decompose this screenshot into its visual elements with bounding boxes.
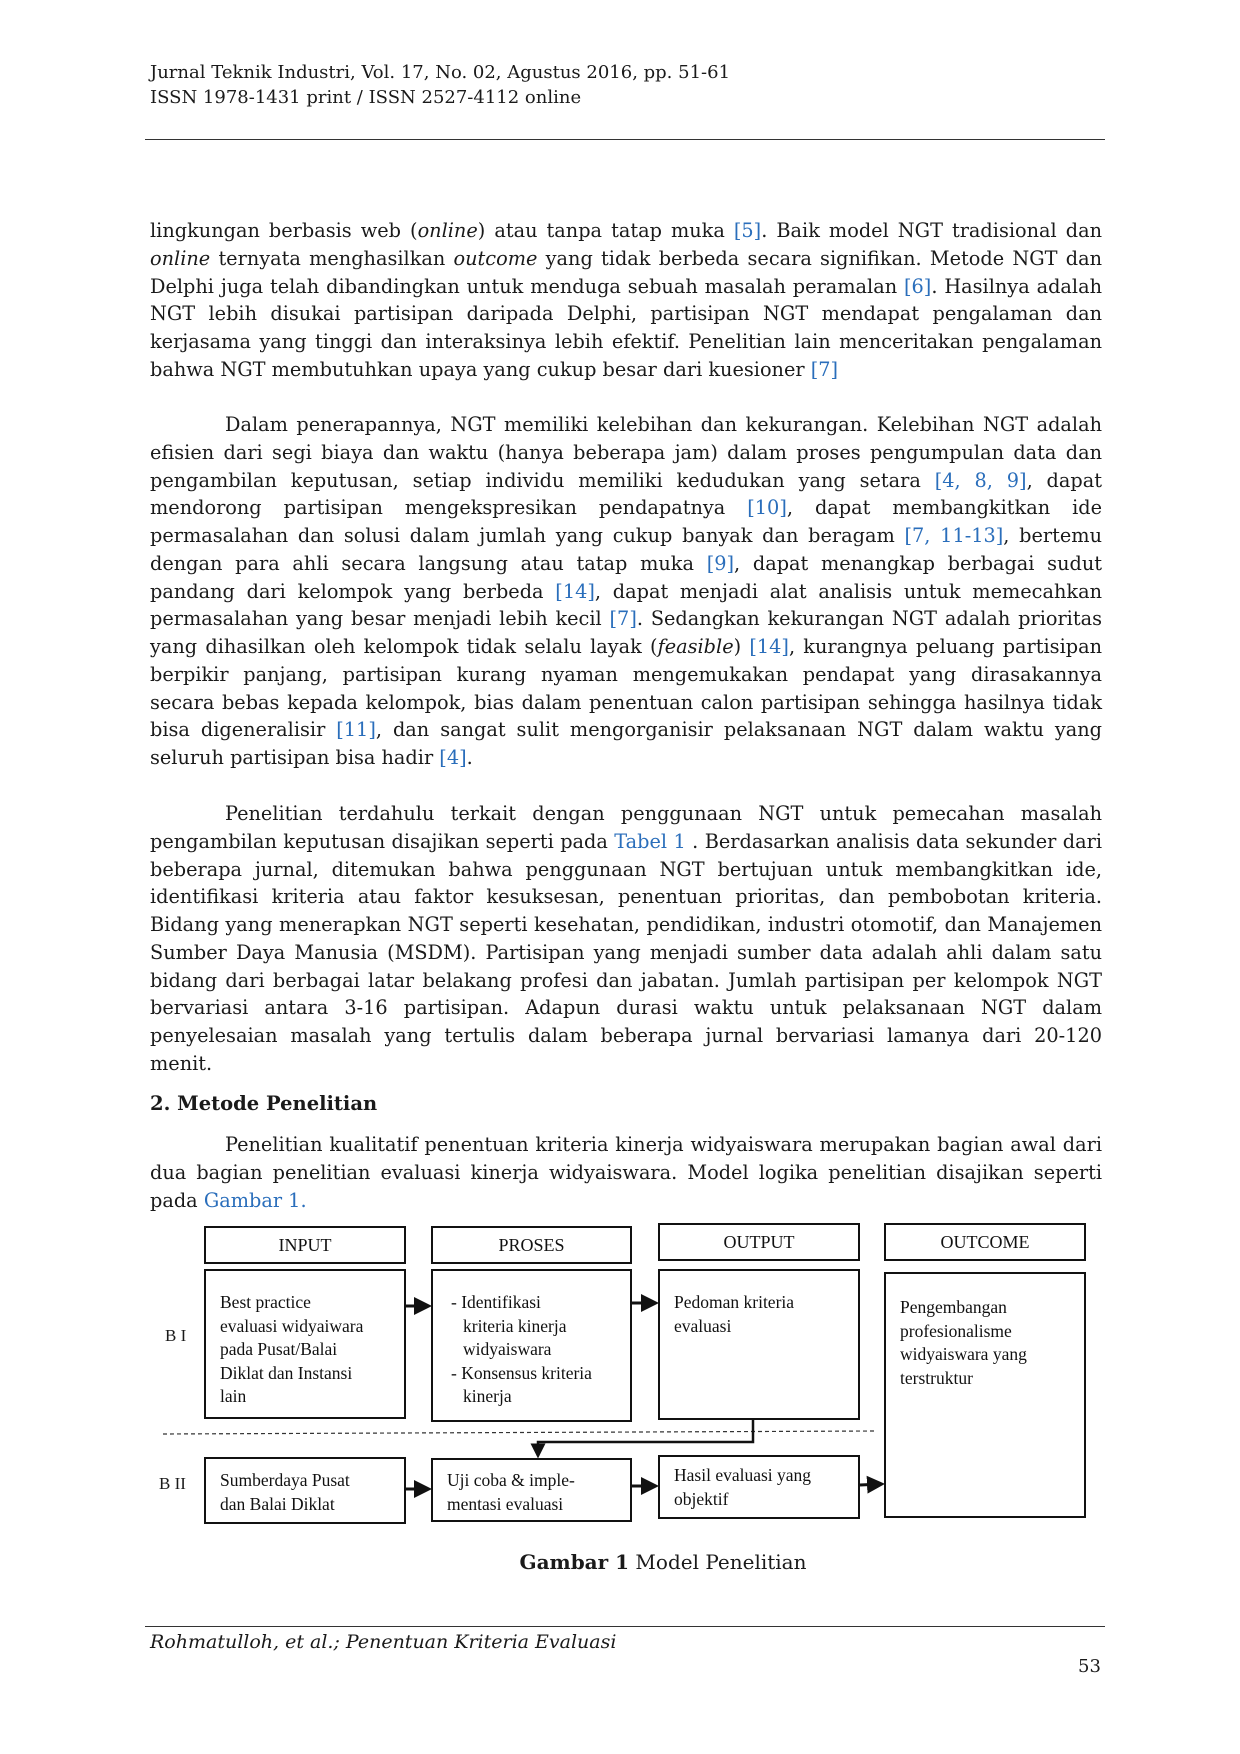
box-text-line: Hasil evaluasi yang <box>674 1465 812 1485</box>
text-run: . Hasilnya adalah NGT lebih disukai part… <box>150 274 1102 381</box>
row-label-b1: B I <box>165 1326 187 1345</box>
text-run: Penelitian kualitatif penentuan kriteria… <box>150 1133 1102 1212</box>
page-number: 53 <box>1078 1656 1101 1677</box>
box-text-line: Diklat dan Instansi <box>220 1362 353 1383</box>
outcome-box: Pengembangan profesionalisme widyaiswara y… <box>884 1272 1086 1518</box>
figure-caption: Gambar 1 Model Penelitian <box>0 1550 1240 1574</box>
text-run: , dapat membangkitkan ide permasalahan d… <box>150 496 1102 548</box>
proses-list-line: - Konsensus kriteria <box>451 1362 618 1386</box>
text-run: . Berdasarkan analisis data sekunder dar… <box>150 829 1102 1075</box>
dashed-divider <box>162 1430 877 1435</box>
text-run: feasible <box>657 635 734 659</box>
b1-input-box: Best practice evaluasi widyaiwara pada Pus… <box>204 1269 406 1419</box>
citation-link[interactable]: [9] <box>706 551 735 575</box>
text-run: outcome <box>453 246 538 270</box>
text-run: , kurangnya peluang partisipan berpikir … <box>150 635 1103 742</box>
text-run: , bertemu dengan para ahli secara langsu… <box>150 524 1103 575</box>
text-run: , dan sangat sulit mengorganisir pelaksa… <box>150 718 1102 770</box>
bullet-dash: - <box>451 1362 462 1383</box>
box-text-line: objektif <box>674 1488 729 1509</box>
proses-text: kriteria kinerja <box>463 1315 567 1336</box>
box-text-line: pada Pusat/Balai <box>220 1339 338 1359</box>
box-text-line: widyaiswara yang <box>900 1344 1027 1364</box>
proses-text: Konsensus kriteria <box>461 1362 592 1383</box>
text-run: online <box>417 219 478 242</box>
footer-rule <box>145 1626 1105 1627</box>
b2-output-box: Hasil evaluasi yang objektif <box>658 1455 860 1519</box>
citation-link[interactable]: [7] <box>609 607 637 631</box>
text-run: . Sedangkan kekurangan NGT adalah priori… <box>150 607 1102 659</box>
proses-text: kinerja <box>463 1386 512 1406</box>
section-heading: 2. Metode Penelitian <box>150 1092 378 1115</box>
text-run: , dapat menangkap berbagai sudut pandang… <box>150 551 1102 603</box>
box-text-line: Uji coba & imple- <box>447 1470 575 1490</box>
proses-list-line: widyaiswara <box>463 1338 618 1362</box>
paragraph: Dalam penerapannya, NGT memiliki kelebih… <box>150 411 1102 772</box>
box-text-line: dan Balai Diklat <box>220 1493 335 1514</box>
column-head-proses: PROSES <box>431 1226 632 1264</box>
issn-header: ISSN 1978-1431 print / ISSN 2527-4112 on… <box>150 87 582 108</box>
paragraph: lingkungan berbasis web (online) atau ta… <box>150 217 1102 384</box>
box-text-line: Pengembangan <box>900 1297 1007 1317</box>
box-text-line: terstruktur <box>900 1367 973 1388</box>
box-text-line: Best practice <box>220 1292 311 1312</box>
text-run: ) atau tanpa tatap muka <box>477 219 734 242</box>
row-label-b2: B II <box>159 1474 186 1493</box>
citation-link[interactable]: [7, 11-13] <box>904 524 1004 548</box>
text-run: online <box>150 246 211 270</box>
proses-text: widyaiswara <box>463 1339 552 1359</box>
proses-list-line: - Identifikasi <box>451 1291 618 1315</box>
proses-list-line: kinerja <box>463 1385 618 1409</box>
text-run: lingkungan berbasis web ( <box>150 219 418 242</box>
text-run: ) <box>733 635 750 659</box>
citation-link[interactable]: [4, 8, 9] <box>934 468 1027 492</box>
text-run: . <box>466 746 473 770</box>
box-text-line: Pedoman kriteria <box>674 1292 795 1312</box>
citation-link[interactable]: [7] <box>810 357 839 381</box>
box-text-line: lain <box>220 1386 247 1406</box>
header-rule <box>145 139 1105 140</box>
journal-header: Jurnal Teknik Industri, Vol. 17, No. 02,… <box>150 62 731 83</box>
box-text-line: profesionalisme <box>900 1320 1012 1341</box>
paragraph: Penelitian terdahulu terkait dengan peng… <box>150 800 1102 1078</box>
text-run: ternyata menghasilkan <box>210 246 454 270</box>
running-footer: Rohmatulloh, et al.; Penentuan Kriteria … <box>150 1631 617 1653</box>
citation-link[interactable]: [10] <box>747 496 787 520</box>
text-run: Dalam penerapannya, NGT memiliki kelebih… <box>150 413 1102 492</box>
column-head-outcome: OUTCOME <box>884 1223 1086 1261</box>
box-text-line: evaluasi <box>674 1315 732 1336</box>
box-text-line: evaluasi widyaiwara <box>220 1315 364 1336</box>
bullet-dash: - <box>451 1292 462 1312</box>
text-run: , dapat menjadi alat analisis untuk meme… <box>150 579 1102 631</box>
citation-link[interactable]: [4] <box>439 746 467 770</box>
b2-proses-box: Uji coba & imple-mentasi evaluasi <box>431 1458 632 1522</box>
text-run: yang tidak berbeda secara signifikan. Me… <box>150 246 1102 298</box>
text-run: Penelitian terdahulu terkait dengan peng… <box>150 802 1102 853</box>
box-text-line: mentasi evaluasi <box>447 1493 564 1514</box>
caption-label: Gambar 1 <box>519 1550 630 1574</box>
citation-link[interactable]: [5] <box>733 219 762 242</box>
arrow-output-to-ujicoba <box>530 1420 755 1459</box>
citation-link[interactable]: [11] <box>336 718 376 742</box>
proses-text: Identifikasi <box>461 1292 541 1312</box>
citation-link[interactable]: [14] <box>749 635 789 659</box>
box-text-line: Sumberdaya Pusat <box>220 1470 350 1490</box>
citation-link[interactable]: Gambar 1. <box>203 1188 307 1212</box>
column-head-input: INPUT <box>204 1226 406 1264</box>
column-head-output: OUTPUT <box>658 1223 860 1261</box>
arrow-b2-output-outcome <box>859 1475 885 1494</box>
paragraph: Penelitian kualitatif penentuan kriteria… <box>150 1131 1102 1214</box>
text-run: . Baik model NGT tradisional dan <box>761 219 1102 242</box>
citation-link[interactable]: [14] <box>555 579 595 603</box>
text-run: , dapat mendorong partisipan mengekspres… <box>150 468 1102 520</box>
citation-link[interactable]: Tabel 1 <box>614 829 686 853</box>
b2-input-box: Sumberdaya Pusat dan Balai Diklat <box>204 1457 406 1524</box>
b1-output-box: Pedoman kriteria evaluasi <box>658 1269 860 1420</box>
citation-link[interactable]: [6] <box>904 274 932 298</box>
proses-list-line: kriteria kinerja <box>463 1315 618 1339</box>
caption-text: Model Penelitian <box>629 1550 807 1574</box>
